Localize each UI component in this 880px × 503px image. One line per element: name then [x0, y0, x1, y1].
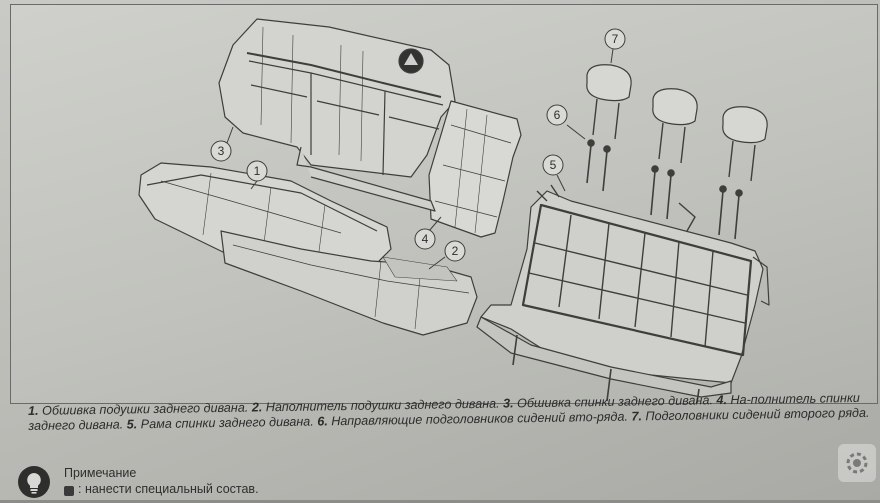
caption-num: 3.	[502, 396, 514, 411]
note-block: Примечание : нанести специальный состав.	[18, 464, 418, 498]
seat-back-cover	[218, 18, 456, 178]
caption-num: 4.	[716, 393, 728, 408]
callout-label: 2	[452, 244, 459, 258]
callout-label: 5	[550, 158, 557, 172]
caption-num: 5.	[126, 417, 138, 432]
callout-4: 4	[414, 216, 442, 250]
caption-num: 7.	[631, 409, 643, 424]
exploded-diagram: 1 2 3 4	[10, 4, 878, 404]
callout-6: 6	[546, 104, 586, 140]
rear-seat-drawing: 1 2 3 4	[138, 18, 770, 403]
callout-1: 1	[246, 160, 268, 190]
caption-num: 1.	[28, 403, 39, 418]
callout-7: 7	[604, 28, 626, 64]
headrests	[586, 64, 768, 182]
seat-back-filler	[428, 100, 522, 238]
callout-label: 1	[254, 164, 261, 178]
seat-back-frame	[476, 184, 770, 403]
compound-marker-icon	[64, 486, 74, 496]
callout-label: 3	[218, 144, 225, 158]
gear-icon	[838, 444, 876, 482]
callout-5: 5	[542, 154, 566, 192]
caption-text: Подголовники сидений второго ряда.	[641, 405, 870, 424]
callout-label: 4	[422, 232, 429, 246]
caption-num: 2.	[251, 400, 263, 415]
headrest-guides	[586, 139, 743, 240]
callout-2: 2	[428, 240, 466, 270]
cushion-filler	[220, 230, 478, 336]
cushion-cover	[138, 162, 392, 276]
callout-3: 3	[210, 126, 234, 162]
note-title: Примечание	[64, 466, 137, 480]
callout-label: 6	[554, 108, 561, 122]
caption-text: Рама спинки заднего дивана.	[137, 414, 318, 432]
callout-label: 7	[612, 32, 619, 46]
lightbulb-icon	[18, 466, 50, 498]
note-text: : нанести специальный состав.	[78, 482, 259, 496]
